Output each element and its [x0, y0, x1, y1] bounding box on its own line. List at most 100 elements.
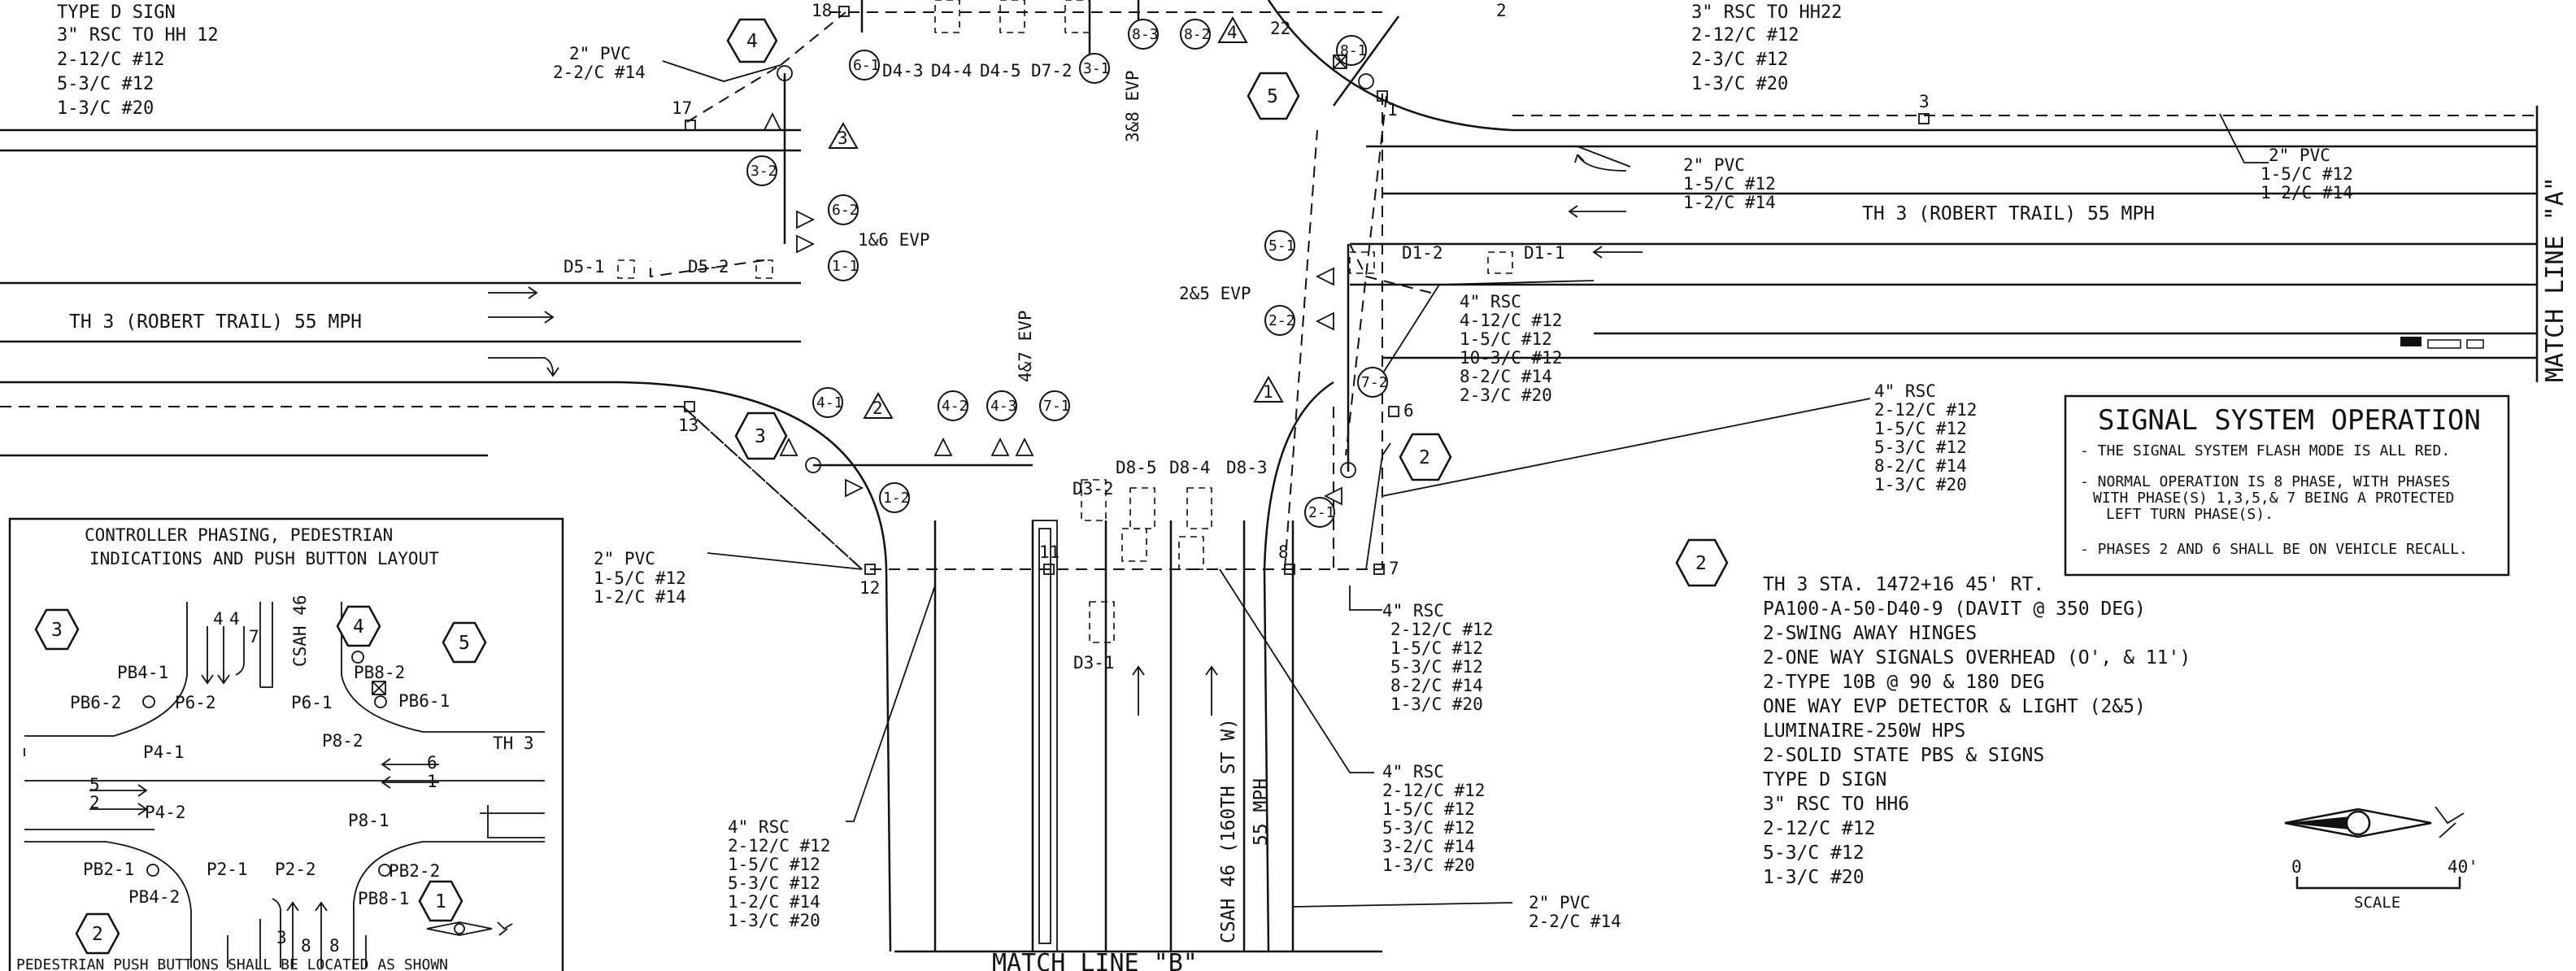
- phasing-title-line: CONTROLLER PHASING, PEDESTRIAN: [85, 525, 393, 545]
- svg-text:1-3/C #20: 1-3/C #20: [1382, 856, 1475, 875]
- svg-text:6-2: 6-2: [832, 202, 859, 219]
- svg-text:5-3/C #12: 5-3/C #12: [1874, 438, 1967, 457]
- pushbutton-label: PB4-2: [128, 887, 180, 907]
- top-right-notes: 3" RSC TO HH22 2-12/C #12 2-3/C #12 1-3/…: [1691, 2, 1842, 94]
- conduit-callout: 4" RSC 2-12/C #12 1-5/C #12 5-3/C #12 8-…: [1382, 601, 1493, 714]
- pedestrian-label: P4-2: [145, 803, 186, 822]
- svg-text:4" RSC: 4" RSC: [1460, 292, 1521, 311]
- hexagon-marker: 2: [1399, 433, 1452, 481]
- svg-text:1-5/C #12: 1-5/C #12: [1390, 638, 1483, 658]
- pole-detail-line: 2-SWING AWAY HINGES: [1763, 623, 1977, 644]
- scale-end: 40': [2448, 857, 2478, 877]
- svg-text:4: 4: [1227, 23, 1238, 42]
- svg-text:1-5/C #12: 1-5/C #12: [728, 855, 820, 874]
- svg-text:1-3/C #20: 1-3/C #20: [1874, 475, 1967, 494]
- svg-text:1-2: 1-2: [883, 490, 910, 507]
- svg-text:3: 3: [51, 620, 63, 641]
- inset-north-arrow-icon: [426, 921, 513, 936]
- top-right-note-line: 2-3/C #12: [1691, 50, 1788, 70]
- pole-detail-line: LUMINAIRE-250W HPS: [1763, 721, 1965, 742]
- svg-text:2: 2: [872, 398, 883, 418]
- road-label-csah46: CSAH 46 (160TH ST W): [1218, 718, 1239, 943]
- phase-number: 7: [249, 627, 259, 647]
- handhole-number: 6: [1403, 401, 1414, 420]
- phasing-hexagon: 1: [418, 880, 463, 922]
- phase-number: 4: [213, 609, 224, 629]
- svg-text:2-3/C #20: 2-3/C #20: [1460, 385, 1552, 405]
- detector-labels: D5-1 D5-2 D1-2 D1-1 D3-2 D8-5 D8-4 D8-3 …: [564, 61, 1565, 673]
- signal-head-bubble: 2-2: [1264, 305, 1295, 336]
- conduit-callout: 4" RSC 4-12/C #12 1-5/C #12 10-3/C #12 8…: [1460, 292, 1562, 405]
- detector-label: D1-2: [1402, 243, 1443, 263]
- svg-text:2-12/C #12: 2-12/C #12: [1382, 781, 1485, 800]
- svg-text:2-2/C #14: 2-2/C #14: [1529, 912, 1621, 931]
- signal-system-line: - THE SIGNAL SYSTEM FLASH MODE IS ALL RE…: [2080, 442, 2450, 459]
- svg-text:2" PVC: 2" PVC: [1529, 893, 1590, 912]
- scale-start: 0: [2291, 857, 2302, 877]
- svg-text:2: 2: [1419, 447, 1430, 468]
- signal-head-bubble: 3-1: [1079, 53, 1110, 84]
- handhole-number: 2: [1496, 1, 1507, 20]
- hexagon-marker: 3: [734, 411, 788, 460]
- match-line-a: MATCH LINE "A": [2541, 176, 2569, 382]
- svg-text:3-1: 3-1: [1083, 60, 1110, 77]
- handhole-number: 3: [1919, 92, 1930, 111]
- conduit-callout: 2" PVC 1-5/C #12 1-2/C #14: [1683, 155, 1776, 212]
- pushbutton-label: PB8-2: [354, 663, 405, 682]
- pole-detail-line: PA100-A-50-D40-9 (DAVIT @ 350 DEG): [1763, 599, 2146, 620]
- signal-head-bubble: 2-1: [1304, 497, 1335, 528]
- phasing-road-th: TH 3: [493, 734, 534, 753]
- svg-text:5-1: 5-1: [1268, 237, 1295, 255]
- svg-text:1-5/C #12: 1-5/C #12: [1874, 419, 1967, 438]
- triangle-markers: 3 2 4 1: [828, 15, 1284, 419]
- svg-text:7-1: 7-1: [1043, 398, 1070, 415]
- pedestrian-label: P2-2: [275, 860, 316, 879]
- svg-text:2: 2: [92, 924, 103, 945]
- triangle-marker: 1: [1253, 375, 1284, 403]
- conduit-callouts: 2" PVC 2-2/C #14 2" PVC 1-5/C #12 1-2/C …: [553, 44, 2353, 931]
- svg-text:4-2: 4-2: [942, 398, 968, 415]
- detector-label: D5-1: [564, 257, 605, 276]
- triangle-marker: 2: [863, 391, 894, 419]
- north-arrow-icon: [2284, 806, 2465, 838]
- pole-detail-line: TYPE D SIGN: [1763, 769, 1886, 790]
- roadway-linework: [0, 0, 2539, 953]
- svg-text:1-5/C #12: 1-5/C #12: [1460, 329, 1552, 349]
- top-left-note-line: 1-3/C #20: [57, 98, 154, 119]
- road-label-th3-east: TH 3 (ROBERT TRAIL) 55 MPH: [1862, 203, 2155, 224]
- pushbutton-label: PB2-2: [389, 861, 440, 881]
- svg-text:1-5/C #12: 1-5/C #12: [1382, 799, 1475, 819]
- svg-text:3-2/C #14: 3-2/C #14: [1382, 837, 1475, 856]
- top-left-note-line: 5-3/C #12: [57, 74, 154, 94]
- pedestrian-label: P8-2: [322, 731, 363, 751]
- svg-text:2-1: 2-1: [1308, 504, 1335, 521]
- vehicle-icon: [2400, 337, 2484, 349]
- phase-number: 8: [329, 936, 340, 956]
- svg-text:4" RSC: 4" RSC: [1874, 381, 1936, 401]
- svg-text:5-3/C #12: 5-3/C #12: [1382, 818, 1475, 838]
- signal-head-bubble: 8-2: [1180, 19, 1211, 50]
- top-right-note-line: 2-12/C #12: [1691, 25, 1799, 46]
- svg-text:4" RSC: 4" RSC: [1382, 601, 1444, 620]
- detector-label: D4-4: [931, 61, 973, 81]
- handhole-number: 17: [672, 98, 692, 118]
- evp-label-2-5: 2&5 EVP: [1179, 284, 1251, 303]
- pole-detail-line: 1-3/C #20: [1763, 867, 1865, 888]
- leader-lines: [662, 60, 2269, 908]
- signal-system-line: WITH PHASE(S) 1,3,5,& 7 BEING A PROTECTE…: [2093, 490, 2454, 507]
- controller-phasing-inset: CONTROLLER PHASING, PEDESTRIAN INDICATIO…: [8, 517, 564, 971]
- conduit-callout: 4" RSC 2-12/C #12 1-5/C #12 5-3/C #12 1-…: [728, 817, 830, 930]
- top-right-note-line: 3" RSC TO HH22: [1691, 2, 1842, 23]
- detector-label: D4-3: [882, 61, 924, 81]
- detector-label: D7-2: [1031, 61, 1073, 81]
- hexagon-marker: 2: [1675, 538, 1729, 587]
- svg-text:5: 5: [1267, 86, 1278, 107]
- svg-text:8-2: 8-2: [1184, 26, 1211, 43]
- handhole-number: 11: [1039, 542, 1060, 562]
- svg-text:8-2/C #14: 8-2/C #14: [1390, 676, 1483, 695]
- pole-detail-line: 3" RSC TO HH6: [1763, 794, 1909, 815]
- detector-label: D3-2: [1073, 479, 1114, 499]
- signal-head-bubble: 7-2: [1357, 367, 1388, 398]
- svg-text:1-2/C #14: 1-2/C #14: [728, 892, 820, 912]
- svg-text:1-2/C #14: 1-2/C #14: [2261, 183, 2353, 202]
